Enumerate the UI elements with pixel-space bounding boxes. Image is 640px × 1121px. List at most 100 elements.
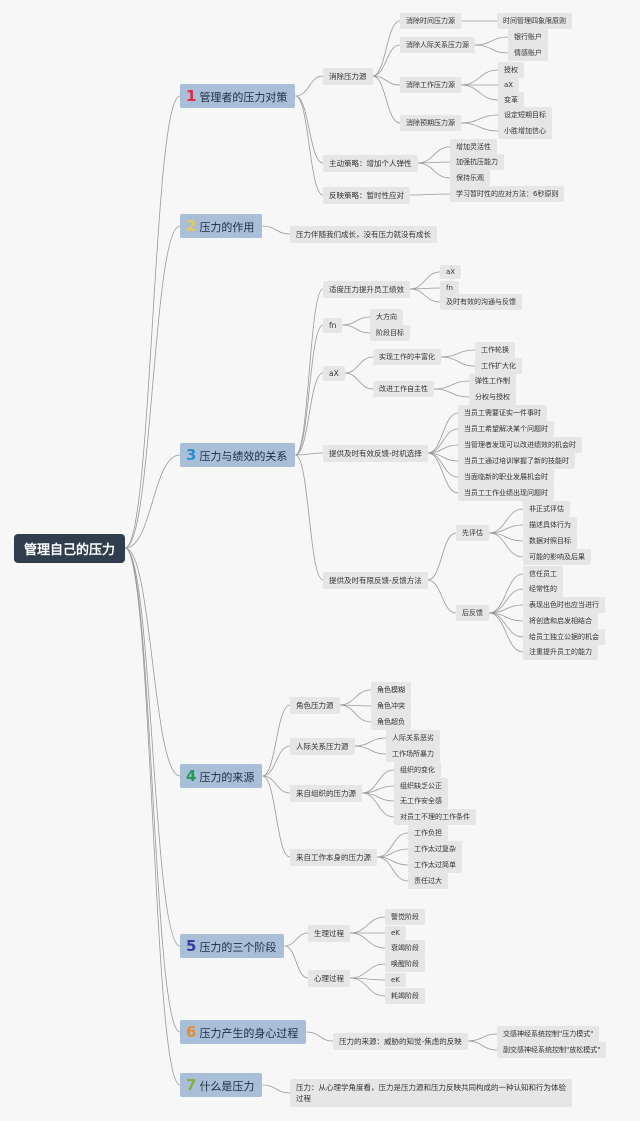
edge-subbranch-leaf bbox=[433, 388, 470, 398]
branch-topic: 生理过程 bbox=[308, 924, 350, 942]
edge-branch-leaf bbox=[349, 963, 386, 979]
leaf-topic: 增加灵活性 bbox=[450, 139, 497, 155]
branch-topic: 压力的来源：威胁的知觉-焦虑的反映 bbox=[333, 1032, 468, 1050]
branch-topic: 角色压力源 bbox=[290, 696, 340, 714]
edge-branch-leaf bbox=[409, 193, 451, 196]
edge-section-branch bbox=[295, 288, 324, 456]
edge-subbranch-leaf bbox=[488, 532, 524, 558]
edge-root-section bbox=[124, 547, 181, 777]
section-number: 6 bbox=[186, 1023, 197, 1041]
leaf-topic: aX bbox=[440, 265, 462, 279]
edge-section-branch bbox=[295, 452, 324, 456]
edge-branch-leaf bbox=[409, 271, 441, 290]
branch-topic: 人际关系压力源 bbox=[290, 737, 355, 755]
edge-section-branch bbox=[262, 775, 291, 794]
leaf-topic: 衰竭阶段 bbox=[385, 940, 425, 956]
edge-branch-leaf bbox=[427, 428, 459, 454]
edge-branch-subbranch bbox=[344, 372, 374, 390]
leaf-topic: 描述具体行为 bbox=[523, 517, 577, 533]
section-title: 压力与绩效的关系 bbox=[199, 450, 288, 463]
section-number: 5 bbox=[186, 937, 197, 955]
sub-branch-topic: 后反馈 bbox=[456, 605, 489, 621]
branch-topic: 压力伴随我们成长，没有压力就没有成长 bbox=[290, 225, 437, 243]
section-number: 2 bbox=[186, 217, 197, 235]
leaf-topic: 学习暂时性的应对方法：6秒原则 bbox=[450, 186, 565, 202]
section-title: 什么是压力 bbox=[199, 1080, 255, 1093]
branch-topic: aX bbox=[323, 365, 345, 381]
edge-branch-leaf bbox=[342, 324, 371, 334]
leaf-topic: 交感神经系统控制"压力模式" bbox=[497, 1026, 600, 1042]
edge-root-section bbox=[124, 225, 181, 549]
edge-subbranch-leaf bbox=[488, 588, 524, 614]
leaf-topic: 角色超负 bbox=[371, 714, 411, 730]
leaf-topic: 大方向 bbox=[370, 309, 403, 325]
section-number: 7 bbox=[186, 1076, 197, 1094]
edge-subbranch-leaf bbox=[474, 36, 509, 46]
leaf-topic: 工作扩大化 bbox=[475, 358, 522, 374]
edge-subbranch-leaf bbox=[488, 524, 524, 534]
leaf-topic: 工作负担 bbox=[408, 825, 448, 841]
leaf-topic: 注重提升员工的能力 bbox=[523, 644, 598, 660]
sub-branch-topic: 消除人际关系压力源 bbox=[400, 37, 475, 53]
leaf-topic: 及时有效的沟通与反馈 bbox=[440, 294, 522, 310]
edge-branch-leaf bbox=[417, 162, 451, 179]
edge-section-branch bbox=[262, 225, 291, 235]
edge-subbranch-leaf bbox=[488, 573, 524, 614]
leaf-topic: 工作轮换 bbox=[475, 342, 515, 358]
leaf-topic: 加强抗压能力 bbox=[450, 154, 504, 170]
edge-subbranch-leaf bbox=[474, 44, 509, 54]
leaf-topic: eK bbox=[385, 973, 406, 987]
edge-branch-leaf bbox=[339, 704, 372, 723]
edge-root-section bbox=[124, 454, 181, 549]
section-title: 压力的三个阶段 bbox=[199, 941, 277, 954]
branch-topic: 提供及时有限反馈-反馈方法 bbox=[323, 571, 428, 589]
leaf-topic: 当面临新的职业发展机会时 bbox=[458, 469, 554, 485]
root-topic: 管理自己的压力 bbox=[14, 533, 126, 563]
edge-branch-leaf bbox=[349, 916, 386, 934]
edge-branch-subbranch bbox=[344, 356, 374, 374]
edge-subbranch-leaf bbox=[460, 69, 499, 86]
leaf-topic: 时间管理四象限原则 bbox=[497, 13, 572, 29]
leaf-topic: 非正式评估 bbox=[523, 501, 570, 517]
edge-root-section bbox=[124, 547, 181, 1086]
edge-branch-leaf bbox=[427, 444, 459, 454]
leaf-topic: 组织缺乏公正 bbox=[394, 778, 448, 794]
edge-root-section bbox=[124, 547, 181, 947]
edge-branch-leaf bbox=[361, 792, 395, 818]
edge-section-branch bbox=[284, 932, 309, 947]
edge-section-branch bbox=[295, 324, 324, 456]
edge-subbranch-leaf bbox=[488, 612, 524, 653]
branch-topic: 来自组织的压力源 bbox=[290, 784, 362, 802]
edge-subbranch-leaf bbox=[460, 122, 499, 132]
leaf-topic: 当员工希望解决某个问题时 bbox=[458, 421, 554, 437]
branch-topic: 压力：从心理学角度看，压力是压力源和压力反映共同构成的一种认知和行为体验过程 bbox=[290, 1078, 572, 1108]
section-title: 压力产生的身心过程 bbox=[199, 1027, 299, 1040]
section-title: 压力的作用 bbox=[199, 221, 255, 234]
branch-topic: fn bbox=[323, 317, 343, 333]
leaf-topic: 唤醒阶段 bbox=[385, 956, 425, 972]
edge-section-branch bbox=[295, 372, 324, 456]
sub-branch-topic: 消除时间压力源 bbox=[400, 13, 461, 29]
leaf-topic: aX bbox=[498, 78, 520, 92]
edge-section-branch bbox=[295, 95, 324, 164]
leaf-topic: 给员工独立公据的机会 bbox=[523, 629, 605, 645]
leaf-topic: 小胜增加信心 bbox=[498, 123, 552, 139]
edge-root-section bbox=[124, 547, 181, 1033]
edge-branch-leaf bbox=[354, 737, 387, 747]
sub-branch-topic: 消除预期压力源 bbox=[400, 115, 461, 131]
section-number: 1 bbox=[186, 87, 197, 105]
edge-section-branch bbox=[262, 745, 291, 777]
edge-branch-leaf bbox=[376, 832, 409, 858]
leaf-topic: 无工作安全感 bbox=[394, 793, 448, 809]
leaf-topic: 责任过大 bbox=[408, 873, 448, 889]
leaf-topic: 警觉阶段 bbox=[385, 909, 425, 925]
edge-section-branch bbox=[262, 775, 291, 858]
edge-subbranch-leaf bbox=[440, 349, 476, 358]
edge-branch-leaf bbox=[427, 452, 459, 494]
leaf-topic: 表现出色时也应当进行 bbox=[523, 597, 605, 613]
